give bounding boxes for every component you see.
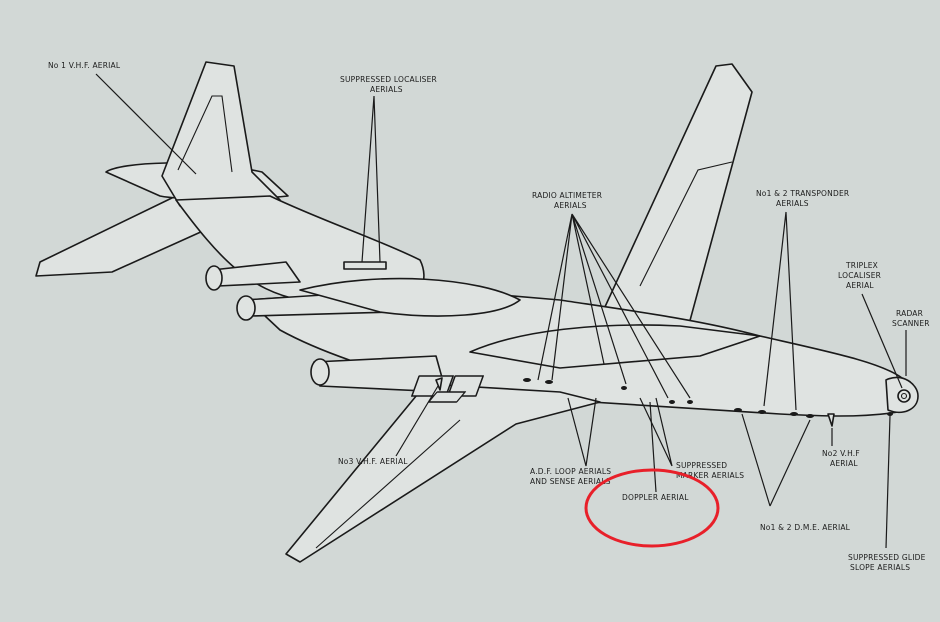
- label-radio-altimeter-aerials-2: AERIALS: [554, 201, 587, 210]
- vertical-fin: [161, 61, 281, 207]
- label-adf-sense-aerials: AND SENSE AERIALS: [530, 477, 611, 486]
- doppler-highlight-circle: [584, 468, 720, 548]
- label-transponder-aerials-2: AERIALS: [776, 199, 809, 208]
- label-dme-aerial: No1 & 2 D.M.E. AERIAL: [760, 523, 851, 532]
- label-no2-vhf-aerial: No2 V.H.F: [822, 449, 860, 458]
- label-transponder-aerials: No1 & 2 TRANSPONDER: [756, 189, 849, 198]
- label-radio-altimeter-aerials: RADIO ALTIMETER: [532, 191, 602, 200]
- aerial-labels: No 1 V.H.F. AERIAL SUPPRESSED LOCALISER …: [48, 61, 930, 572]
- leader-lines: [95, 73, 907, 549]
- underside-aerials: [435, 377, 893, 427]
- near-wing: [285, 383, 601, 563]
- label-triplex-localiser-aerial-3: AERIAL: [846, 281, 874, 290]
- label-radar-scanner: RADAR: [896, 309, 923, 318]
- label-triplex-localiser-aerial-2: LOCALISER: [838, 271, 881, 280]
- label-suppressed-localiser-aerials: SUPPRESSED LOCALISER: [340, 75, 437, 84]
- label-no2-vhf-aerial-2: AERIAL: [830, 459, 858, 468]
- label-radar-scanner-2: SCANNER: [892, 319, 930, 328]
- label-triplex-localiser-aerial: TRIPLEX: [845, 261, 878, 270]
- label-no3-vhf-aerial: No3 V.H.F. AERIAL: [338, 457, 408, 466]
- label-adf-loop-aerials: A.D.F. LOOP AERIALS: [530, 467, 611, 476]
- label-doppler-aerial: DOPPLER AERIAL: [622, 493, 689, 502]
- label-suppressed-marker-aerials-2: MARKER AERIALS: [676, 471, 744, 480]
- label-suppressed-glide-slope-aerials-2: SLOPE AERIALS: [850, 563, 910, 572]
- label-no1-vhf-aerial: No 1 V.H.F. AERIAL: [48, 61, 121, 70]
- aircraft-drawing: [35, 61, 919, 563]
- label-suppressed-localiser-aerials-2: AERIALS: [370, 85, 403, 94]
- label-suppressed-marker-aerials: SUPPRESSED: [676, 461, 727, 470]
- label-suppressed-glide-slope-aerials: SUPPRESSED GLIDE: [848, 553, 926, 562]
- rear-engines: [205, 261, 521, 393]
